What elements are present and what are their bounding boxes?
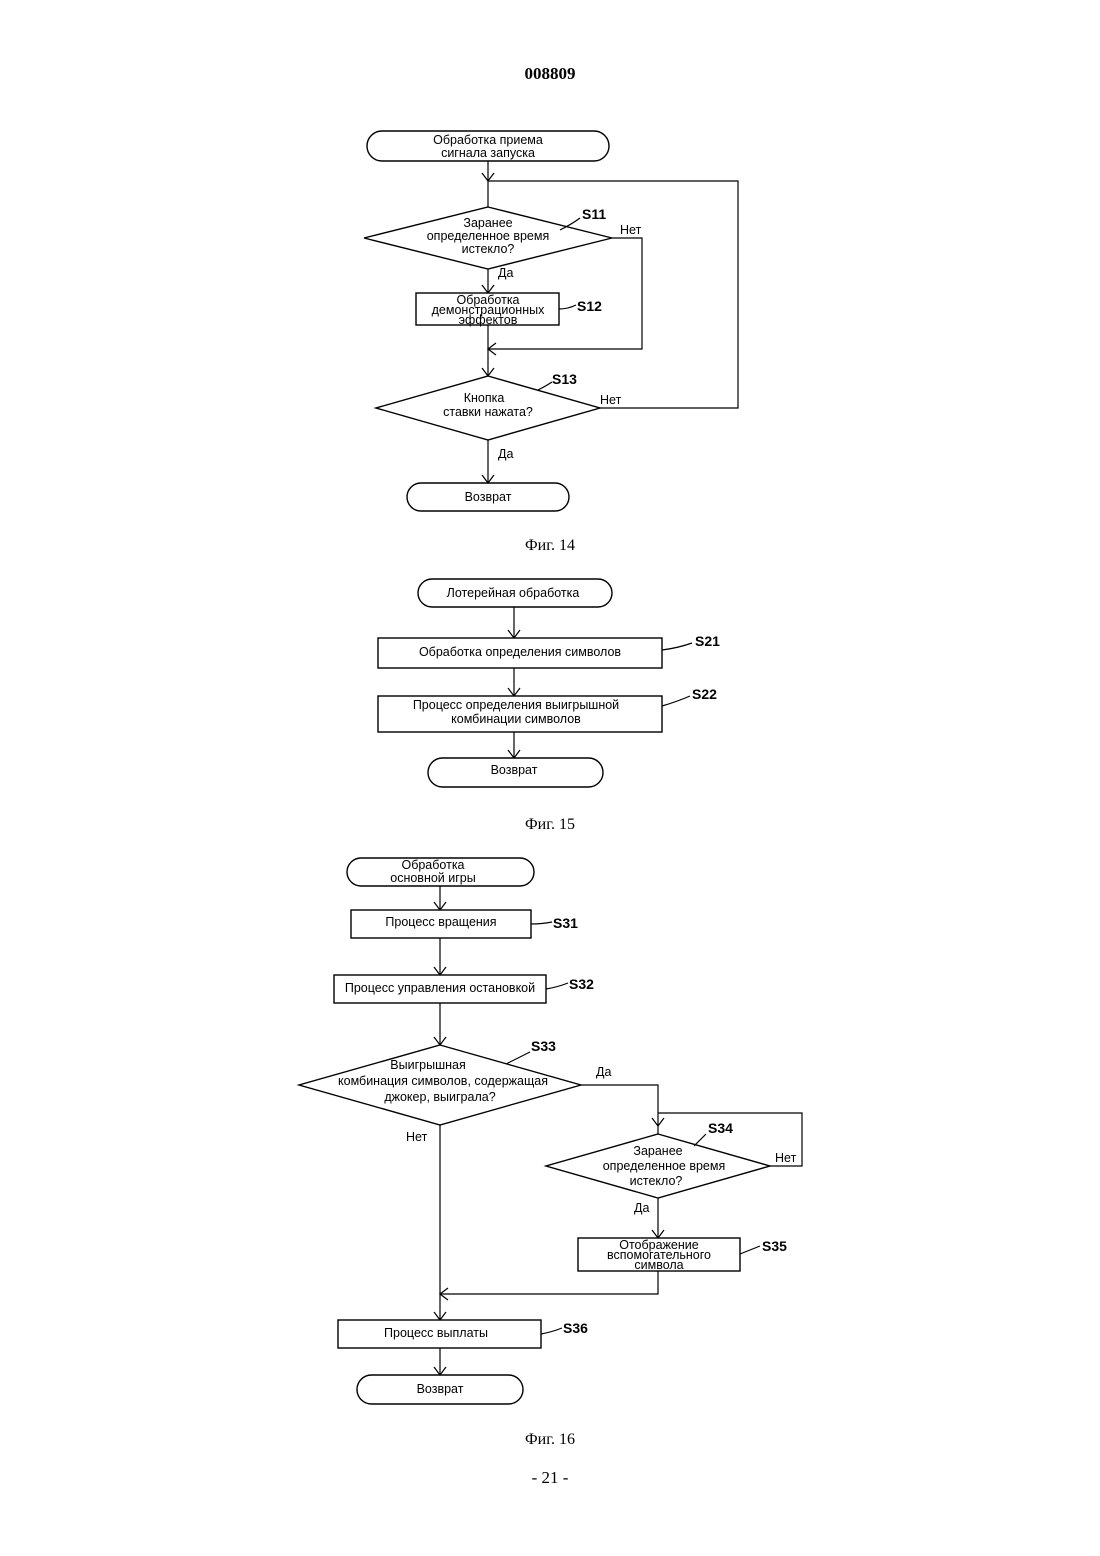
fig16-start-line1: Обработка bbox=[401, 858, 464, 872]
fig16-s35-step-label: S35 bbox=[762, 1238, 787, 1254]
fig14-s11-no-label: Нет bbox=[620, 223, 642, 237]
fig16-s33-leader bbox=[506, 1052, 530, 1064]
fig15-s21-leader bbox=[662, 643, 692, 650]
fig15-s22-leader bbox=[662, 696, 690, 706]
fig16-s33-step-label: S33 bbox=[531, 1038, 556, 1054]
fig16-s36-step-label: S36 bbox=[563, 1320, 588, 1336]
fig16-s36-process: Процесс выплаты bbox=[338, 1320, 541, 1348]
fig15-end-label: Возврат bbox=[491, 763, 538, 777]
fig14-s13-leader bbox=[538, 382, 552, 390]
fig16-s31-label: Процесс вращения bbox=[385, 915, 496, 929]
fig16-s35-process: Отображение вспомогательного символа bbox=[578, 1238, 740, 1272]
fig14-s13-line1: Кнопка bbox=[464, 391, 505, 405]
fig14-s11-line2: определенное время bbox=[427, 229, 550, 243]
figure-16: Обработка основной игры Процесс вращения… bbox=[299, 858, 802, 1448]
fig16-s32-process: Процесс управления остановкой bbox=[334, 975, 546, 1003]
fig16-s34-yes-label: Да bbox=[634, 1201, 649, 1215]
fig16-s33-line2: комбинация символов, содержащая bbox=[338, 1074, 548, 1088]
fig15-start-label: Лотерейная обработка bbox=[447, 586, 580, 600]
fig16-s34-leader bbox=[694, 1134, 706, 1146]
fig14-s11-line3: истекло? bbox=[462, 242, 515, 256]
fig16-s33-decision: Выигрышная комбинация символов, содержащ… bbox=[299, 1045, 581, 1125]
fig16-s34-line2: определенное время bbox=[603, 1159, 726, 1173]
fig14-s11-line1: Заранее bbox=[463, 216, 512, 230]
fig14-s12-step-label: S12 bbox=[577, 298, 602, 314]
fig16-s32-leader bbox=[546, 983, 568, 989]
fig16-start-terminal: Обработка основной игры bbox=[347, 858, 534, 886]
fig16-s34-line3: истекло? bbox=[630, 1174, 683, 1188]
fig15-s21-step-label: S21 bbox=[695, 633, 720, 649]
fig14-s12-process: Обработка демонстрационных эффектов bbox=[416, 293, 559, 327]
page-number: - 21 - bbox=[0, 1468, 1100, 1488]
fig14-end-terminal: Возврат bbox=[407, 483, 569, 511]
fig14-start-terminal: Обработка приема сигнала запуска bbox=[367, 131, 609, 161]
fig16-s31-leader bbox=[531, 922, 552, 924]
fig15-start-terminal: Лотерейная обработка bbox=[418, 579, 612, 607]
fig16-caption: Фиг. 16 bbox=[525, 1431, 575, 1448]
fig14-s13-yes-label: Да bbox=[498, 447, 513, 461]
fig16-s36-label: Процесс выплаты bbox=[384, 1326, 488, 1340]
fig14-s13-line2: ставки нажата? bbox=[443, 405, 533, 419]
fig14-s12-leader bbox=[559, 305, 576, 309]
fig16-start-line2: основной игры bbox=[390, 871, 476, 885]
fig16-s34-line1: Заранее bbox=[633, 1144, 682, 1158]
fig15-s22-process: Процесс определения выигрышной комбинаци… bbox=[378, 696, 662, 732]
fig16-s35-line3: символа bbox=[634, 1258, 683, 1272]
fig16-s35-leader bbox=[740, 1246, 760, 1254]
fig16-s36-leader bbox=[541, 1328, 562, 1334]
fig16-s31-process: Процесс вращения bbox=[351, 910, 531, 938]
fig15-end-terminal: Возврат bbox=[428, 758, 603, 787]
fig14-start-line2: сигнала запуска bbox=[441, 146, 535, 160]
fig16-end-label: Возврат bbox=[417, 1382, 464, 1396]
fig16-s33-line3: джокер, выиграла? bbox=[384, 1090, 495, 1104]
fig16-s32-step-label: S32 bbox=[569, 976, 594, 992]
fig15-s22-line1: Процесс определения выигрышной bbox=[413, 698, 619, 712]
figure-15: Лотерейная обработка Обработка определен… bbox=[378, 579, 720, 833]
fig16-s31-step-label: S31 bbox=[553, 915, 578, 931]
fig14-s11-step-label: S11 bbox=[582, 206, 606, 222]
fig16-s34-step-label: S34 bbox=[708, 1120, 733, 1136]
fig14-end-label: Возврат bbox=[465, 490, 512, 504]
fig15-s21-process: Обработка определения символов bbox=[378, 638, 662, 668]
fig15-s22-line2: комбинации символов bbox=[451, 712, 581, 726]
fig14-s11-yes-label: Да bbox=[498, 266, 513, 280]
fig16-s33-line1: Выигрышная bbox=[390, 1058, 465, 1072]
fig14-start-line1: Обработка приема bbox=[433, 133, 543, 147]
fig16-s34-no-label: Нет bbox=[775, 1151, 797, 1165]
fig16-s33-yes-label: Да bbox=[596, 1065, 611, 1079]
fig14-s11-decision: Заранее определенное время истекло? bbox=[364, 207, 612, 269]
fig16-s34-decision: Заранее определенное время истекло? bbox=[546, 1134, 770, 1198]
fig16-end-terminal: Возврат bbox=[357, 1375, 523, 1404]
fig16-s35-merge-path bbox=[440, 1271, 658, 1294]
figure-14: Обработка приема сигнала запуска Заранее… bbox=[364, 131, 738, 554]
fig16-s33-yes-path bbox=[581, 1085, 658, 1134]
fig14-s13-step-label: S13 bbox=[552, 371, 577, 387]
fig14-s12-line3: эффектов bbox=[459, 313, 518, 327]
fig14-caption: Фиг. 14 bbox=[525, 537, 575, 554]
fig16-s33-no-label: Нет bbox=[406, 1130, 428, 1144]
fig16-s32-label: Процесс управления остановкой bbox=[345, 981, 535, 995]
fig15-s22-step-label: S22 bbox=[692, 686, 717, 702]
fig15-caption: Фиг. 15 bbox=[525, 816, 575, 833]
fig14-s13-no-label: Нет bbox=[600, 393, 622, 407]
fig15-s21-label: Обработка определения символов bbox=[419, 645, 621, 659]
